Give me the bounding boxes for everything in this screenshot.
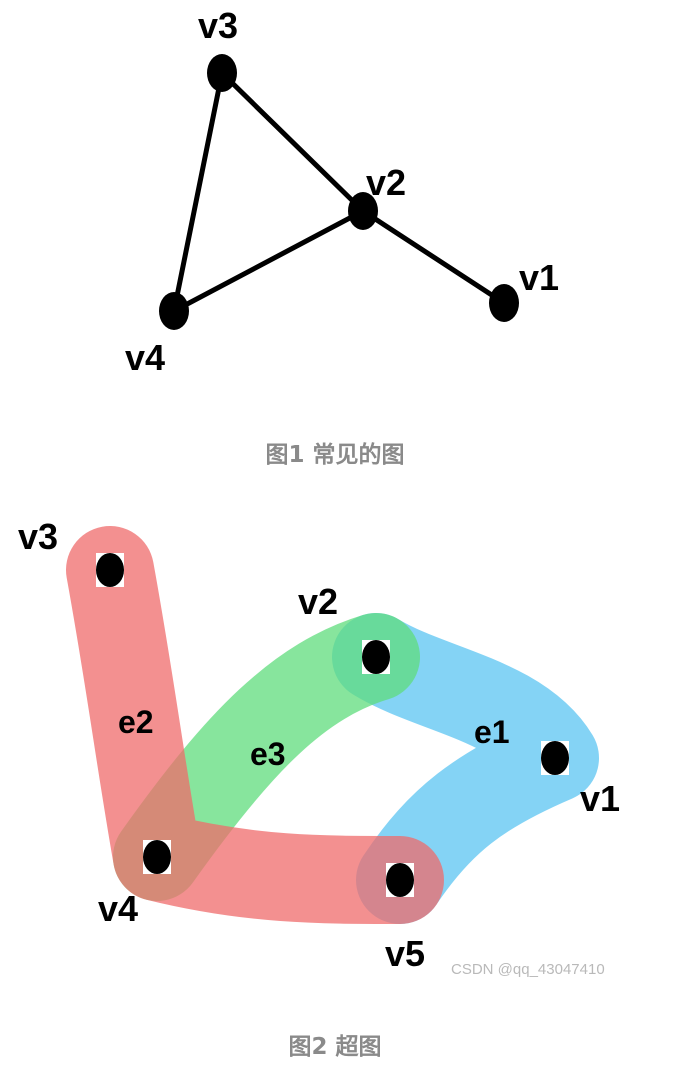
label-v2: v2 [366, 162, 406, 203]
label-e1: e1 [474, 714, 510, 750]
figure1-caption: 图1 常见的图 [265, 441, 404, 468]
vertex-v3 [207, 54, 237, 92]
figure2-caption: 图2 超图 [288, 1034, 381, 1060]
label-v1: v1 [519, 257, 559, 298]
vertex-v4 [159, 292, 189, 330]
figure1: v3 v2 v1 v4 图1 常见的图 [125, 5, 559, 468]
label-v3: v3 [198, 5, 238, 46]
edge-v3-v2 [219, 70, 366, 214]
label-e3: e3 [250, 736, 286, 772]
label-v4: v4 [98, 888, 138, 929]
vertex-v2 [362, 640, 390, 674]
figure2: v3 v2 v1 v4 v5 e2 e3 e1 CSDN @qq_4304741… [18, 516, 620, 1060]
vertex-v4 [143, 840, 171, 874]
vertex-v1 [489, 284, 519, 322]
label-v3: v3 [18, 516, 58, 557]
vertex-v2 [348, 192, 378, 230]
watermark: CSDN @qq_43047410 [451, 961, 605, 978]
label-v1: v1 [580, 778, 620, 819]
vertex-v3 [96, 553, 124, 587]
vertex-v5 [386, 863, 414, 897]
edge-v2-v1 [360, 208, 507, 306]
label-v4: v4 [125, 337, 165, 378]
edge-v2-v4 [171, 208, 366, 314]
label-e2: e2 [118, 704, 154, 740]
label-v2: v2 [298, 581, 338, 622]
vertex-v1 [541, 741, 569, 775]
edge-v3-v4 [171, 70, 225, 314]
label-v5: v5 [385, 933, 425, 974]
